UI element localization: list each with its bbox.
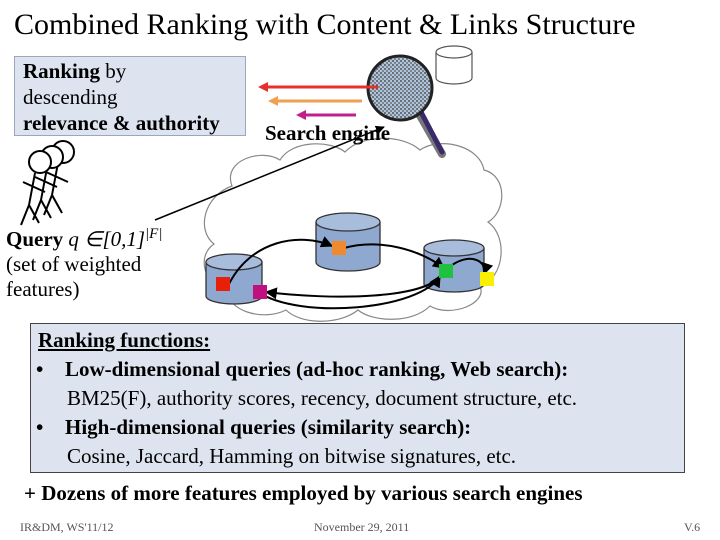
- query-exponent: |F|: [145, 226, 163, 242]
- footer-page: V.6: [684, 520, 701, 534]
- bullet-2: •: [36, 415, 44, 439]
- item-1-title: Low-dimensional queries (ad-hoc ranking,…: [65, 357, 569, 381]
- search-engine-label: Search engine: [265, 121, 391, 145]
- functions-heading: Ranking functions:: [38, 328, 211, 352]
- link-arrows: [227, 236, 494, 310]
- database-icon: [435, 45, 473, 85]
- ranking-by: by: [100, 59, 127, 83]
- node-green: [439, 264, 453, 278]
- footer-course: IR&DM, WS'11/12: [20, 520, 114, 534]
- footer-date: November 29, 2011: [314, 520, 410, 534]
- ranking-line-2: descending: [23, 85, 118, 109]
- slide-title: Combined Ranking with Content & Links St…: [14, 8, 636, 41]
- node-yellow: [480, 272, 494, 286]
- query-text: Query q ∈[0,1]|F| (set of weighted featu…: [6, 222, 162, 302]
- extra-features-note: + Dozens of more features employed by va…: [24, 481, 583, 505]
- bullet-1: •: [36, 357, 44, 381]
- query-line-3: features): [6, 277, 80, 301]
- query-label: Query: [6, 227, 64, 251]
- ranking-line-1: Ranking by: [23, 59, 126, 84]
- query-line-2: (set of weighted: [6, 252, 142, 276]
- node-orange: [332, 241, 346, 255]
- node-magenta: [253, 285, 267, 299]
- users-icon: [20, 140, 75, 226]
- query-math: q ∈[0,1]: [68, 227, 146, 251]
- item-2-title: High-dimensional queries (similarity sea…: [65, 415, 472, 439]
- item-2-detail: Cosine, Jaccard, Hamming on bitwise sign…: [67, 444, 517, 468]
- node-red: [216, 277, 230, 291]
- query-arrow: [154, 125, 385, 221]
- document-store-center: [315, 212, 381, 272]
- ranking-line-3: relevance & authority: [23, 111, 220, 135]
- item-1-detail: BM25(F), authority scores, recency, docu…: [67, 386, 578, 410]
- ranking-functions-box: Ranking functions: • Low-dimensional que…: [30, 323, 685, 473]
- ranking-word: Ranking: [23, 59, 101, 83]
- query-line-1: Query q ∈[0,1]|F|: [6, 222, 162, 252]
- magnifier-icon: [366, 54, 446, 158]
- result-arrows: [258, 82, 378, 120]
- ranking-box: Ranking by descending relevance & author…: [14, 56, 246, 136]
